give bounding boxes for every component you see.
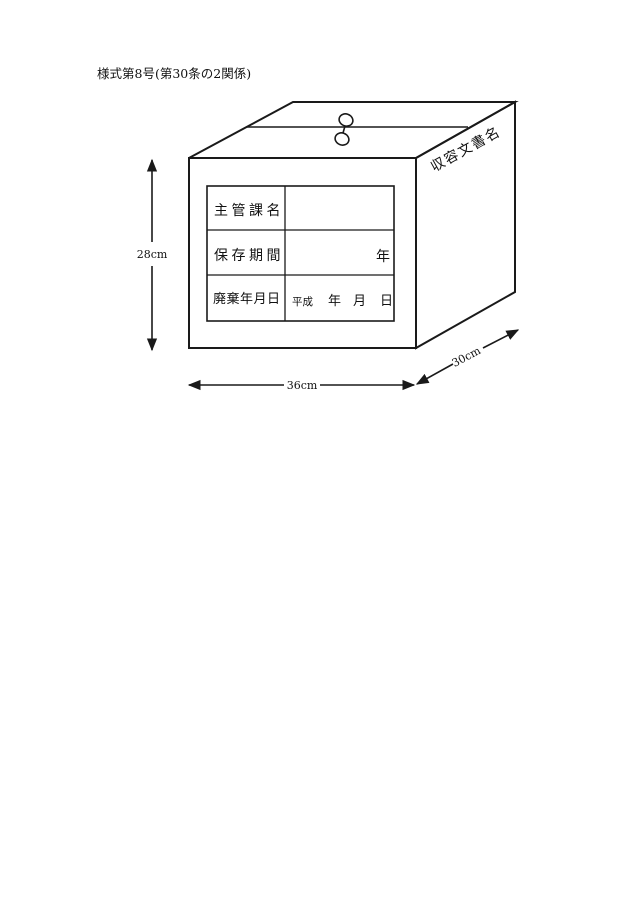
label-table: 主管課名 保存期間 年 廃棄年月日 平成 年 月 日 <box>206 185 395 322</box>
depth-label: 30cm <box>450 344 484 370</box>
string-tie-icon <box>334 113 354 146</box>
box-outline <box>188 100 519 350</box>
width-label: 36cm <box>287 379 318 392</box>
label-retention-period: 保存期間 <box>214 248 284 264</box>
retention-year-unit: 年 <box>376 249 390 265</box>
height-label: 28cm <box>137 248 168 261</box>
label-disposal-date: 廃棄年月日 <box>213 291 281 307</box>
disposal-month-unit: 月 <box>353 294 366 309</box>
label-department: 主管課名 <box>214 203 284 219</box>
disposal-era: 平成 <box>292 296 313 308</box>
width-dimension: 36cm <box>187 379 416 392</box>
height-dimension: 28cm <box>137 158 168 352</box>
disposal-day-unit: 日 <box>380 294 393 309</box>
disposal-year-unit: 年 <box>328 294 341 309</box>
form-number-header: 様式第8号(第30条の2関係) <box>97 66 252 81</box>
box-side-face <box>415 100 516 350</box>
